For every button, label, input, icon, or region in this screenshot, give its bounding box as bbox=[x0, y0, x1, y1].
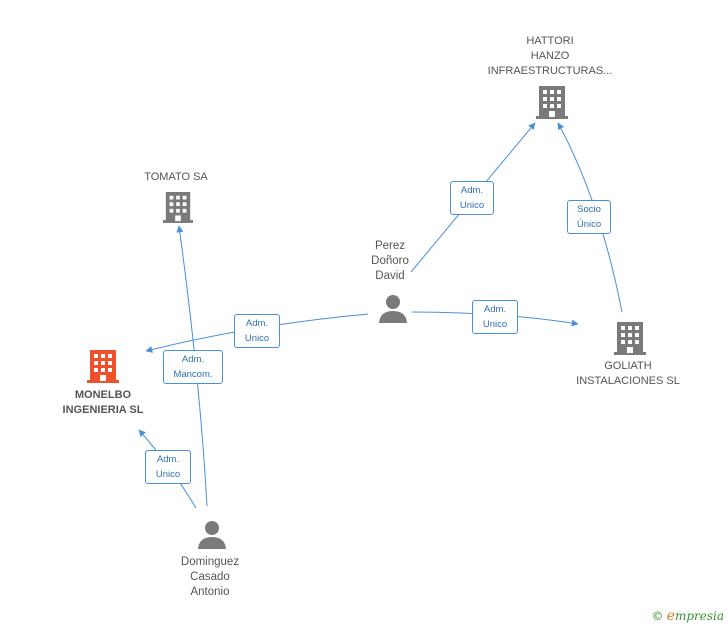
node-label-goliath: GOLIATH INSTALACIONES SL bbox=[576, 360, 680, 387]
edge-label-dominguez-monelbo[interactable]: Adm. Unico bbox=[145, 450, 191, 484]
node-label-dominguez: Dominguez Casado Antonio bbox=[180, 556, 240, 598]
footer-brand: ©empresia bbox=[652, 608, 724, 624]
brand-name: mpresia bbox=[674, 609, 724, 623]
node-label-tomato: TOMATO SA bbox=[144, 171, 208, 183]
edge-label-dominguez-tomato[interactable]: Adm. Mancom. bbox=[163, 350, 223, 384]
building-icon[interactable] bbox=[163, 190, 193, 224]
building-icon[interactable] bbox=[536, 84, 568, 120]
edge-label-perez-monelbo[interactable]: Adm. Unico bbox=[234, 314, 280, 348]
person-icon[interactable] bbox=[378, 294, 408, 324]
edge-label-perez-hattori[interactable]: Adm. Unico bbox=[450, 181, 494, 215]
building-icon[interactable] bbox=[614, 320, 646, 356]
brand-initial: e bbox=[666, 608, 675, 624]
building-icon[interactable] bbox=[87, 348, 119, 384]
edge-label-goliath-hattori[interactable]: Socio Único bbox=[567, 200, 611, 234]
node-label-hattori: HATTORI HANZO INFRAESTRUCTURAS... bbox=[487, 35, 613, 77]
copyright-symbol: © bbox=[651, 609, 664, 623]
node-label-monelbo: MONELBO INGENIERIA SL bbox=[62, 389, 144, 416]
person-icon[interactable] bbox=[197, 520, 227, 550]
node-label-perez: Perez Doñoro David bbox=[371, 240, 409, 282]
edge-label-perez-goliath[interactable]: Adm. Unico bbox=[472, 300, 518, 334]
